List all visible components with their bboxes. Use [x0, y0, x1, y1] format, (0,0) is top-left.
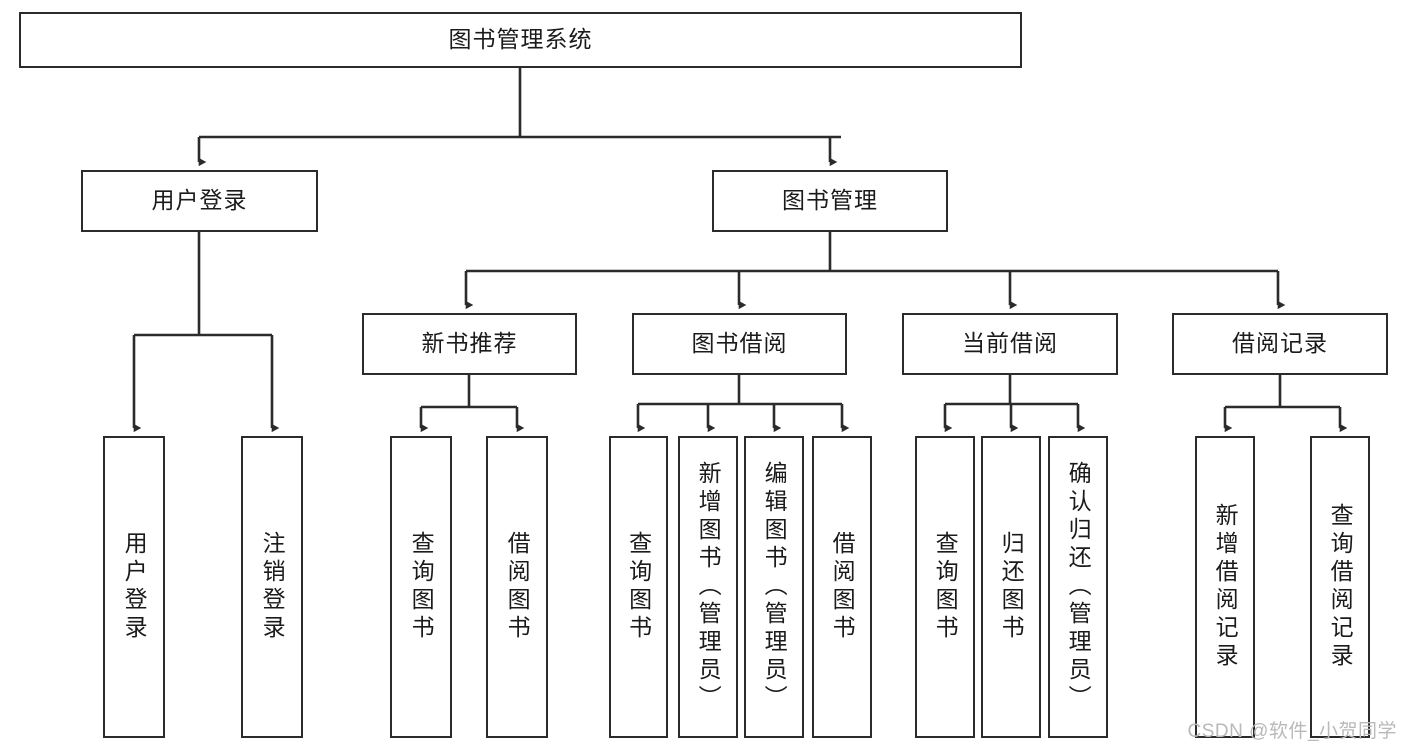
node-leaf-user-login[interactable]: 用户登录	[103, 436, 165, 738]
node-label: 查询图书	[932, 531, 959, 643]
node-label: 当前借阅	[962, 330, 1058, 357]
node-book-borrow[interactable]: 图书借阅	[632, 313, 847, 375]
node-leaf-query-book-3[interactable]: 查询图书	[915, 436, 975, 738]
node-leaf-edit-book-admin[interactable]: 编辑图书（管理员）	[744, 436, 804, 738]
node-label: 新书推荐	[421, 330, 518, 357]
node-label: 图书借阅	[691, 330, 788, 357]
node-label: 新增借阅记录	[1212, 503, 1239, 671]
node-label: 用户登录	[151, 187, 248, 214]
node-leaf-borrow-book-1[interactable]: 借阅图书	[486, 436, 548, 738]
node-leaf-confirm-return[interactable]: 确认归还（管理员）	[1048, 436, 1108, 738]
node-label: 查询图书	[408, 531, 435, 643]
node-leaf-add-book-admin[interactable]: 新增图书（管理员）	[678, 436, 738, 738]
node-label: 归还图书	[998, 531, 1025, 643]
node-leaf-add-borrow-record[interactable]: 新增借阅记录	[1195, 436, 1255, 738]
node-user-login[interactable]: 用户登录	[81, 170, 318, 232]
node-label: 注销登录	[259, 531, 286, 643]
node-current-borrow[interactable]: 当前借阅	[902, 313, 1118, 375]
node-label: 用户登录	[121, 531, 148, 643]
node-leaf-query-book-1[interactable]: 查询图书	[390, 436, 452, 738]
node-label: 借阅记录	[1232, 330, 1328, 357]
node-root-book-management-system[interactable]: 图书管理系统	[19, 12, 1022, 68]
node-leaf-query-book-2[interactable]: 查询图书	[609, 436, 668, 738]
node-label: 图书管理系统	[448, 26, 593, 53]
node-label: 确认归还（管理员）	[1065, 461, 1092, 713]
node-leaf-borrow-book-2[interactable]: 借阅图书	[812, 436, 872, 738]
node-leaf-return-book[interactable]: 归还图书	[981, 436, 1041, 738]
node-label: 图书管理	[782, 187, 878, 214]
node-borrow-record[interactable]: 借阅记录	[1172, 313, 1388, 375]
node-label: 新增图书（管理员）	[695, 461, 722, 713]
node-label: 借阅图书	[504, 531, 531, 643]
node-label: 编辑图书（管理员）	[761, 461, 788, 713]
node-label: 借阅图书	[829, 531, 856, 643]
node-book-management[interactable]: 图书管理	[712, 170, 948, 232]
node-new-book-recommendation[interactable]: 新书推荐	[362, 313, 577, 375]
node-label: 查询借阅记录	[1327, 503, 1354, 671]
node-leaf-query-borrow-record[interactable]: 查询借阅记录	[1310, 436, 1370, 738]
node-leaf-logout[interactable]: 注销登录	[241, 436, 303, 738]
csdn-watermark: CSDN @软件_小贺同学	[1187, 721, 1397, 742]
node-label: 查询图书	[625, 531, 652, 643]
